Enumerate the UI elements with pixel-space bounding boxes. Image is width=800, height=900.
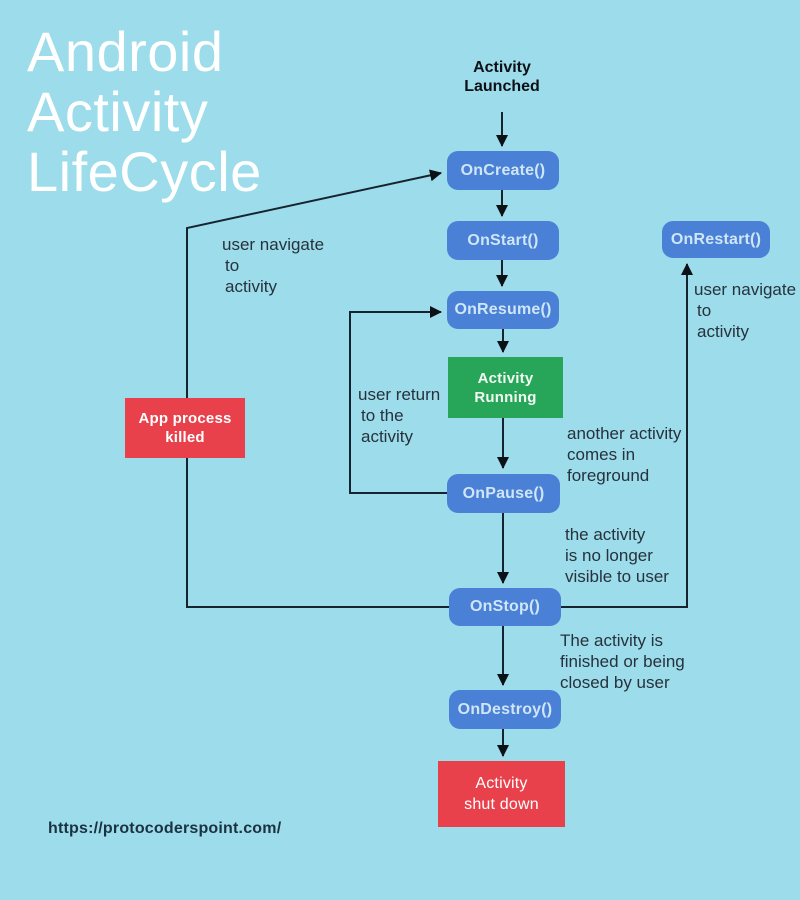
title-line-3: LifeCycle (27, 140, 262, 203)
node-onresume: OnResume() (447, 291, 559, 329)
label-user-navigate-left: user navigate to activity (222, 235, 325, 296)
title-line-1: Android (27, 20, 224, 83)
footer-url: https://protocoderspoint.com/ (48, 820, 282, 837)
node-onstart: OnStart() (447, 221, 559, 260)
activity-launched-label: Activity Launched (464, 59, 540, 95)
label-user-navigate-right: user navigate to activity (694, 280, 797, 341)
line-onpause-loop-to-onresume (349, 306, 448, 494)
node-activity-running: Activity Running (448, 357, 563, 418)
node-oncreate: OnCreate() (447, 151, 559, 190)
node-activity-shut-down: Activity shut down (438, 761, 565, 827)
label-finished: The activity is finished or being closed… (560, 631, 685, 692)
label-another-activity: another activity comes in foreground (567, 424, 682, 485)
node-ondestroy: OnDestroy() (449, 690, 561, 729)
label-user-return: user return to the activity (358, 385, 441, 446)
page-title: Android Activity LifeCycle (27, 22, 262, 202)
label-not-visible: the activity is no longer visible to use… (565, 525, 669, 586)
node-onrestart: OnRestart() (662, 221, 770, 258)
node-onpause: OnPause() (447, 474, 560, 513)
title-line-2: Activity (27, 80, 209, 143)
node-app-process-killed: App process killed (125, 398, 245, 458)
node-onstop: OnStop() (449, 588, 561, 626)
line-onstop-to-onrestart (560, 263, 693, 608)
